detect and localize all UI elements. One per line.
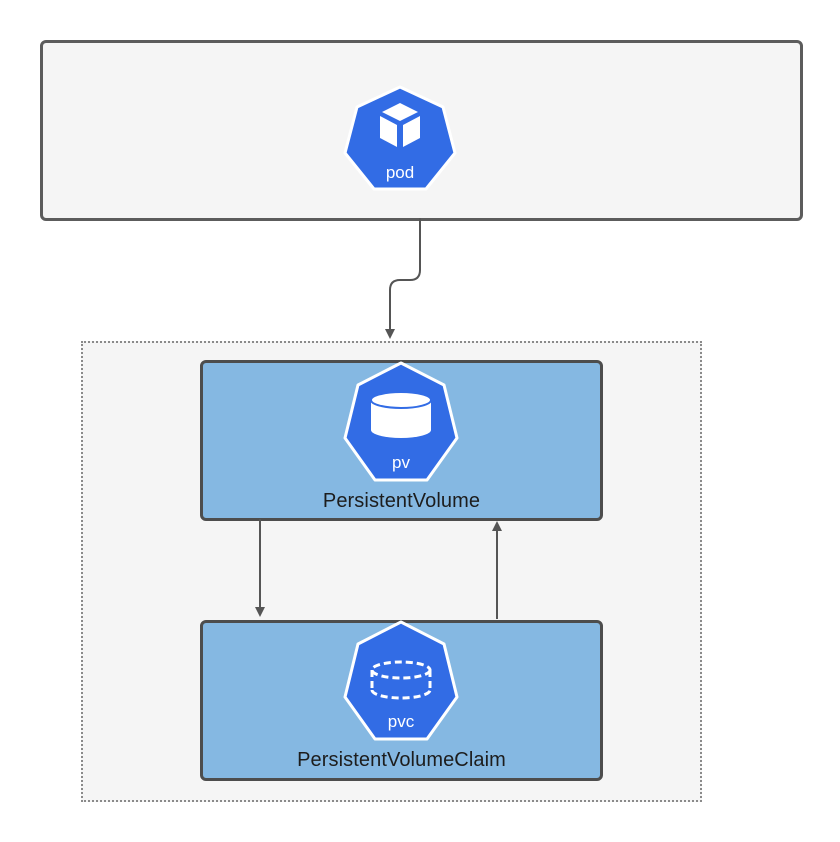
pv-disk-icon[interactable]: pv <box>341 361 461 485</box>
persistent-volume-claim-title: PersistentVolumeClaim <box>297 749 506 771</box>
cube-icon <box>380 103 420 147</box>
pvc-icon-label: pvc <box>388 712 415 731</box>
pod-cube-icon[interactable]: pod <box>340 85 460 193</box>
pod-icon-label: pod <box>386 163 414 182</box>
pvc-dashed-disk-icon[interactable]: pvc <box>341 620 461 744</box>
disk-icon <box>370 391 432 438</box>
pod-to-storage-connector <box>385 218 421 339</box>
persistent-volume-title: PersistentVolume <box>322 490 481 512</box>
pv-icon-label: pv <box>392 453 410 472</box>
dashed-disk-icon <box>370 660 432 700</box>
